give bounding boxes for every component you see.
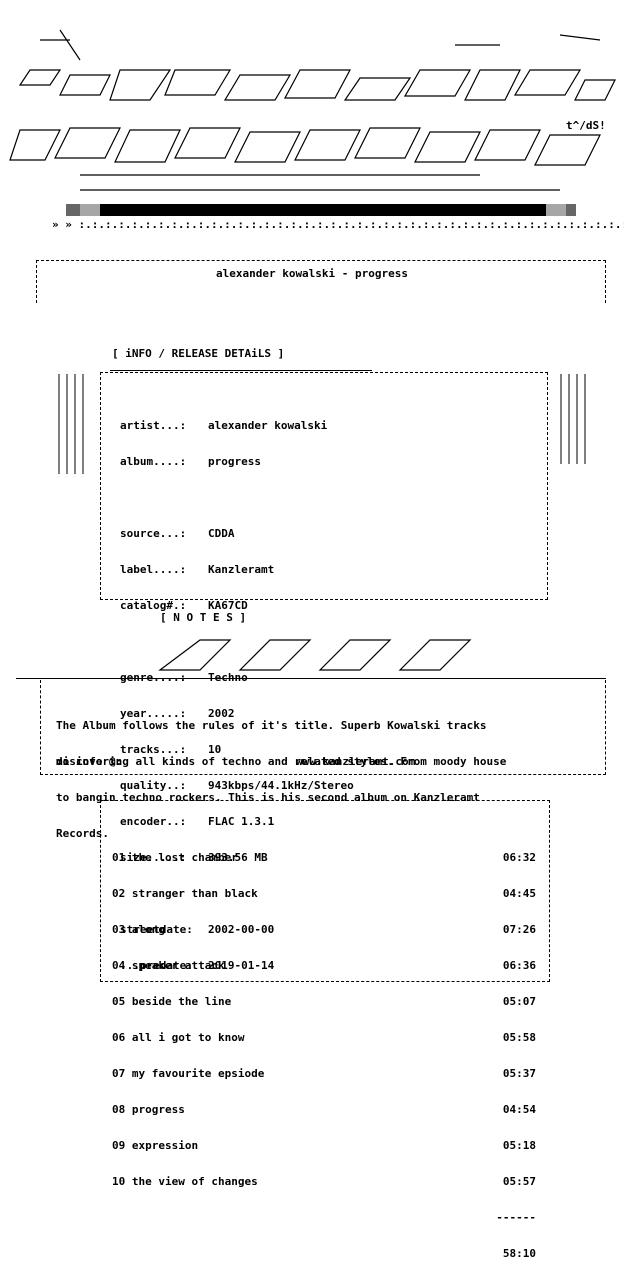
- track-title: 09 expression: [112, 1139, 199, 1152]
- info-key: artist...:: [120, 419, 187, 432]
- info-key: encoder..:: [120, 815, 187, 828]
- track-time: 05:57: [502, 1175, 536, 1188]
- title-frame: [36, 260, 606, 303]
- info-key: genre....:: [120, 671, 187, 684]
- info-value: 2002-00-00: [208, 923, 275, 936]
- track-title: 02 stranger than black: [112, 887, 258, 900]
- info-key: catalog#.:: [120, 599, 187, 612]
- track-title: 10 the view of changes: [112, 1175, 258, 1188]
- info-key: ...predate:: [120, 959, 193, 972]
- info-value: 2002: [208, 707, 235, 720]
- track-row: 10 the view of changes 05:57: [112, 1176, 536, 1188]
- track-time: 04:45: [502, 887, 536, 900]
- total-time: 58:10: [502, 1247, 536, 1260]
- info-key: streetdate:: [120, 923, 193, 936]
- track-row: 03 along 07:26: [112, 924, 536, 936]
- track-row: 02 stranger than black 04:45: [112, 888, 536, 900]
- info-key: source...:: [120, 527, 187, 540]
- info-frame: [100, 372, 548, 600]
- track-title: 03 along: [112, 923, 165, 936]
- info-table: artist...: alexander kowalski album....: p…: [120, 396, 354, 984]
- notes-text: The Album follows the rules of it's titl…: [56, 696, 506, 852]
- track-time: 06:32: [502, 851, 536, 864]
- track-row: 09 expression 05:18: [112, 1140, 536, 1152]
- info-value: 10: [208, 743, 222, 756]
- ascii-logo-art: » » :.:.:.:.:.:.:.:.:.:.:.:.:.:.:.:.:.:.…: [9, 29, 624, 231]
- track-time: 05:18: [502, 1139, 536, 1152]
- info-value: 943kbps/44.1kHz/Stereo: [208, 779, 354, 792]
- track-row: 08 progress 04:54: [112, 1104, 536, 1116]
- right-dot-column: [560, 374, 586, 464]
- track-row: 07 my favourite epsiode 05:37: [112, 1068, 536, 1080]
- notes-line: discovering all kinds of techno and rela…: [56, 755, 507, 768]
- track-time: 06:36: [502, 959, 536, 972]
- info-value: progress: [208, 455, 261, 468]
- track-time: 05:07: [502, 995, 536, 1008]
- info-value: FLAC 1.3.1: [208, 815, 275, 828]
- logo-signature: t^/dS!: [566, 119, 606, 132]
- more-info-url: www.kanzleramt.com: [296, 755, 416, 768]
- track-row: 05 beside the line 05:07: [112, 996, 536, 1008]
- track-title: 05 beside the line: [112, 995, 232, 1008]
- info-value: Kanzleramt: [208, 563, 275, 576]
- info-value: KA67CD: [208, 599, 248, 612]
- info-value: alexander kowalski: [208, 419, 328, 432]
- track-title: 07 my favourite epsiode: [112, 1067, 265, 1080]
- notes-top-rule: [16, 678, 606, 679]
- track-title: 06 all i got to know: [112, 1031, 245, 1044]
- info-key: label....:: [120, 563, 187, 576]
- info-key: size.....:: [120, 851, 187, 864]
- track-time: 07:26: [502, 923, 536, 936]
- info-value: 393.56 MB: [208, 851, 268, 864]
- info-value: 2019-01-14: [208, 959, 275, 972]
- notes-frame: [40, 680, 606, 775]
- more-info-label: mo info @:: [56, 755, 123, 768]
- track-title: 04 speaker attack: [112, 959, 225, 972]
- notes-ascii-art: [158, 639, 472, 671]
- total-divider: ------: [496, 1211, 536, 1224]
- info-key: album....:: [120, 455, 187, 468]
- track-time: 04:54: [502, 1103, 536, 1116]
- info-heading-rule: [110, 370, 372, 371]
- left-dot-column: [58, 374, 84, 474]
- track-title: 08 progress: [112, 1103, 185, 1116]
- track-row: 04 speaker attack 06:36: [112, 960, 536, 972]
- info-value: CDDA: [208, 527, 235, 540]
- track-time: 05:37: [502, 1067, 536, 1080]
- track-time: 05:58: [502, 1031, 536, 1044]
- tracklist: 01 the lost chamber 06:32 02 stranger tha…: [112, 828, 536, 1272]
- info-key: quality..:: [120, 779, 187, 792]
- notes-line: The Album follows the rules of it's titl…: [56, 719, 487, 732]
- tracklist-frame: [100, 800, 550, 982]
- svg-text:» » :.:.:.:.:.:.:.:.:.:.:.:.:.: » » :.:.:.:.:.:.:.:.:.:.:.:.:.:.:.:.:.:.…: [52, 218, 624, 231]
- track-row: 01 the lost chamber 06:32: [112, 852, 536, 864]
- info-section-heading: [ iNFO / RELEASE DETAiLS ]: [112, 347, 285, 360]
- notes-line: Records.: [56, 827, 109, 840]
- notes-section-heading: [ N O T E S ]: [160, 611, 247, 624]
- info-key: year.....:: [120, 707, 187, 720]
- page-title: alexander kowalski - progress: [215, 267, 409, 280]
- info-value: Techno: [208, 671, 248, 684]
- track-title: 01 the lost chamber: [112, 851, 238, 864]
- track-row: 06 all i got to know 05:58: [112, 1032, 536, 1044]
- info-key: tracks...:: [120, 743, 187, 756]
